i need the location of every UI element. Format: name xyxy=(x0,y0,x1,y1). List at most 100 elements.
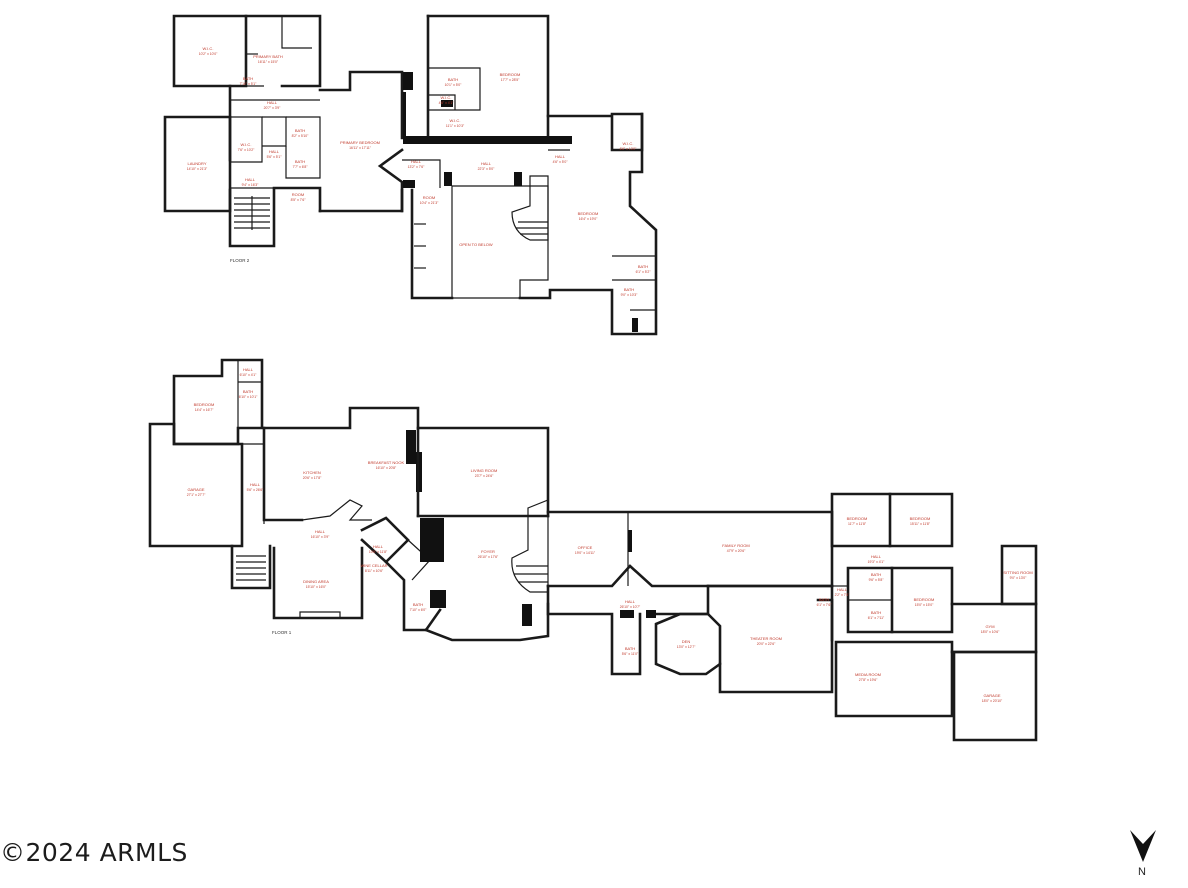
room-name: PRIMARY BEDROOM xyxy=(340,140,380,145)
room-dimensions: 15'0" x 15'0" xyxy=(915,603,934,607)
room-name: W.I.C. xyxy=(623,141,634,146)
room-name: BATH xyxy=(413,602,423,607)
room-dimensions: 4'6" x 4'1" xyxy=(439,101,455,105)
room-name: FAMILY ROOM xyxy=(722,543,749,548)
room-name: HALL xyxy=(250,482,261,487)
room-name: HALL xyxy=(243,367,254,372)
room-name: GARAGE xyxy=(187,487,204,492)
room-name: BATH xyxy=(819,597,829,602)
room-dimensions: 26'10" x 17'6" xyxy=(478,555,499,559)
room-dimensions: 6'6" x 10'0" xyxy=(620,147,638,151)
room-name: HALL xyxy=(245,177,256,182)
room-name: MEDIA ROOM xyxy=(855,672,881,677)
room-name: HALL xyxy=(411,159,422,164)
room-dimensions: 18'0" x 20'10" xyxy=(982,699,1003,703)
room-name: BATH xyxy=(638,264,648,269)
room-dimensions: 6'1" x 5'2" xyxy=(636,270,652,274)
floor-2-label: FLOOR 2 xyxy=(230,258,250,263)
room-name: HALL xyxy=(555,154,566,159)
room-name: BATH xyxy=(243,389,253,394)
room-dimensions: 15'11" x 11'8" xyxy=(910,522,931,526)
room-name: BATH xyxy=(295,128,305,133)
floor-2-plan xyxy=(163,14,658,336)
room-name: LAUNDRY xyxy=(187,161,206,166)
room-name: LIVING ROOM xyxy=(471,468,498,473)
room-dimensions: 14'10" x 21'3" xyxy=(187,167,208,171)
room-dimensions: 7'10" x 5'1" xyxy=(240,82,258,86)
room-name: W.I.C. xyxy=(241,142,252,147)
room-dimensions: 9'4" x 16'3" xyxy=(242,183,260,187)
room-dimensions: 16'11" x 15'0" xyxy=(258,60,279,64)
room-name: BATH xyxy=(625,646,635,651)
room-dimensions: 13'2" x 7'6" xyxy=(408,165,426,169)
room-dimensions: 8'5" x 7'6" xyxy=(291,198,307,202)
room-dimensions: 16'10" x 20'8" xyxy=(376,466,397,470)
room-dimensions: 16'11" x 17'11" xyxy=(349,146,372,150)
room-dimensions: 27'8" x 19'6" xyxy=(859,678,878,682)
room-name: HALL xyxy=(315,529,326,534)
room-name: HALL xyxy=(373,544,384,549)
room-dimensions: 11'1" x 10'3" xyxy=(446,124,465,128)
room-dimensions: 23'7" x 24'6" xyxy=(475,474,494,478)
room-dimensions: 13'0" x 12'7" xyxy=(677,645,696,649)
room-dimensions: 20'6" x 17'8" xyxy=(303,476,322,480)
room-dimensions: 7'10" x 6'0" xyxy=(410,608,428,612)
room-name: HALL xyxy=(837,587,848,592)
room-name: FOYER xyxy=(481,549,495,554)
room-dimensions: 6'1" x 7'11" xyxy=(868,616,885,620)
room-name: BEDROOM xyxy=(194,402,215,407)
room-dimensions: 5'6" x 5'1" xyxy=(267,155,283,159)
room-dimensions: 20'0" x 22'6" xyxy=(757,642,776,646)
copyright-watermark: ©2024 ARMLS xyxy=(0,838,188,867)
room-name: BATH xyxy=(871,572,881,577)
room-dimensions: 7'6" x 10'2" xyxy=(238,148,256,152)
room-name: BATH xyxy=(295,159,305,164)
room-dimensions: 19'0" x 14'11" xyxy=(575,551,596,555)
room-dimensions: 4'6" x 5'0" xyxy=(553,160,569,164)
room-name: W.I.C. xyxy=(441,95,452,100)
room-name: HALL xyxy=(625,599,636,604)
north-arrow-icon xyxy=(1130,830,1156,862)
room-dimensions: 18'0" x 10'6" xyxy=(981,630,1000,634)
room-dimensions: 22'3" x 5'0" xyxy=(478,167,496,171)
room-name: BATH xyxy=(871,610,881,615)
room-name: HALL xyxy=(267,100,278,105)
room-dimensions: 5'6" x 11'0" xyxy=(622,652,639,656)
room-name: HALL xyxy=(871,554,882,559)
room-name: BEDROOM xyxy=(847,516,868,521)
room-dimensions: 16'4" x 19'0" xyxy=(579,217,598,221)
floor-1-plan xyxy=(148,358,1038,742)
room-name: WINE CELLAR xyxy=(360,563,387,568)
room-dimensions: 14'4" x 16'7" xyxy=(195,408,214,412)
room-dimensions: 17'7" x 28'5" xyxy=(501,78,520,82)
room-dimensions: 20'7" x 3'9" xyxy=(264,106,282,110)
room-name: OPEN TO BELOW xyxy=(459,242,493,247)
room-dimensions: 10'4" x 21'3" xyxy=(420,201,439,205)
room-dimensions: 26'10" x 10'7" xyxy=(620,605,641,609)
room-dimensions: 11'7" x 11'8" xyxy=(848,522,867,526)
room-dimensions: 47'9" x 20'6" xyxy=(727,549,746,553)
room-name: W.I.C. xyxy=(450,118,461,123)
room-dimensions: 2'2" x 7'6" xyxy=(835,593,851,597)
room-dimensions: 9'0" x 13'0" xyxy=(1010,576,1028,580)
floor-1-label: FLOOR 1 xyxy=(272,630,292,635)
room-dimensions: 15'10" x 16'0" xyxy=(306,585,327,589)
room-name: HALL xyxy=(481,161,492,166)
room-name: BATH xyxy=(448,77,458,82)
room-dimensions: 6'1" x 7'6" xyxy=(817,603,833,607)
room-dimensions: 9'6" x 5'8" xyxy=(869,578,885,582)
room-dimensions: 6'10" x 4'1" xyxy=(240,373,258,377)
room-name: KITCHEN xyxy=(303,470,321,475)
room-dimensions: 16'10" x 3'9" xyxy=(311,535,330,539)
room-name: GYM xyxy=(985,624,994,629)
room-name: BEDROOM xyxy=(914,597,935,602)
room-name: BEDROOM xyxy=(578,211,599,216)
room-dimensions: 5'6" x 26'6" xyxy=(247,488,265,492)
room-name: GARAGE xyxy=(983,693,1000,698)
room-name: PRIMARY BATH xyxy=(253,54,283,59)
room-name: HALL xyxy=(269,149,280,154)
room-name: ROOM xyxy=(423,195,435,200)
room-dimensions: 6'10" x 10'1" xyxy=(239,395,258,399)
